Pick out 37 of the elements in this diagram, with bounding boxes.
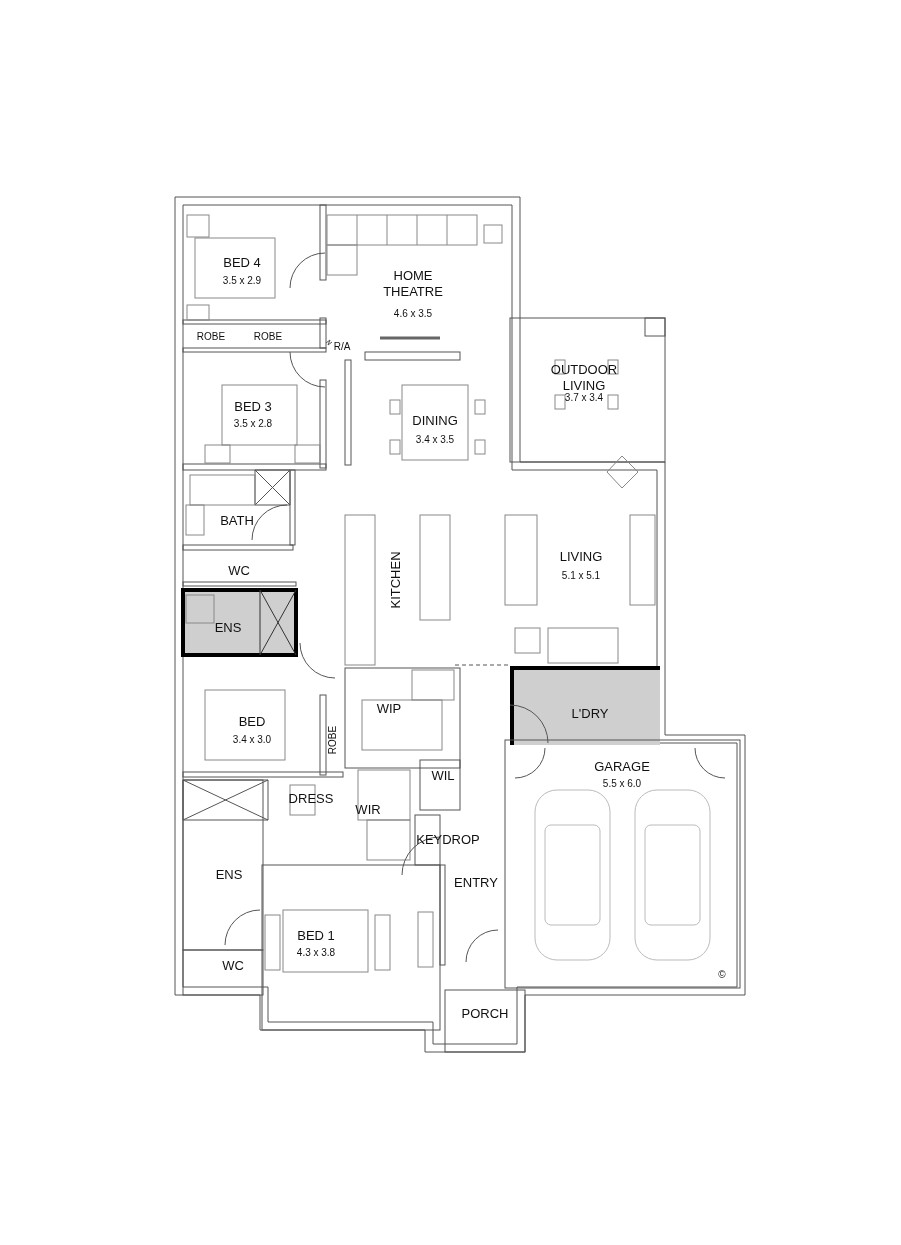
room-label: KITCHEN [388,551,404,609]
room-label: BED 3 [234,399,272,415]
room-label: L'DRY [571,706,609,722]
room-label: ENS [215,867,243,883]
room-size-label: 3.5 x 2.9 [222,275,262,287]
room-label: ROBE [196,331,226,343]
room-size-label: 5.5 x 6.0 [602,778,642,790]
room-size-label: 3.5 x 2.8 [233,418,273,430]
room-label: © [718,969,726,981]
room-label: PORCH [461,1006,509,1022]
room-size-label: 5.1 x 5.1 [561,570,601,582]
room-label: DRESS [288,791,334,807]
room-label: WC [222,958,244,974]
room-label: GARAGE [594,759,650,775]
room-label: WIP [376,701,402,717]
room-label: R/A [333,341,351,353]
room-label: WIL [431,768,455,784]
room-label: BED 4 [223,255,261,271]
room-label: BATH [220,513,254,529]
room-size-label: 3.4 x 3.5 [415,434,455,446]
room-label: HOME THEATRE [382,268,444,300]
room-label: LIVING [559,549,603,565]
room-label: BED 1 [297,928,335,944]
room-size-label: 4.6 x 3.5 [393,308,433,320]
room-label: BED [238,714,266,730]
room-label: ENTRY [454,875,498,891]
room-label: ROBE [253,331,283,343]
room-label: WC [228,563,250,579]
room-label: OUTDOOR LIVING [549,362,619,393]
room-label: ENS [214,620,242,636]
room-size-label: 3.4 x 3.0 [232,734,272,746]
room-label: KEYDROP [416,832,480,848]
room-size-label: 4.3 x 3.8 [296,947,336,959]
room-label: DINING [412,413,458,429]
room-size-label: 3.7 x 3.4 [564,392,604,404]
room-label: ROBE [327,725,339,755]
room-label: WIR [355,802,381,818]
